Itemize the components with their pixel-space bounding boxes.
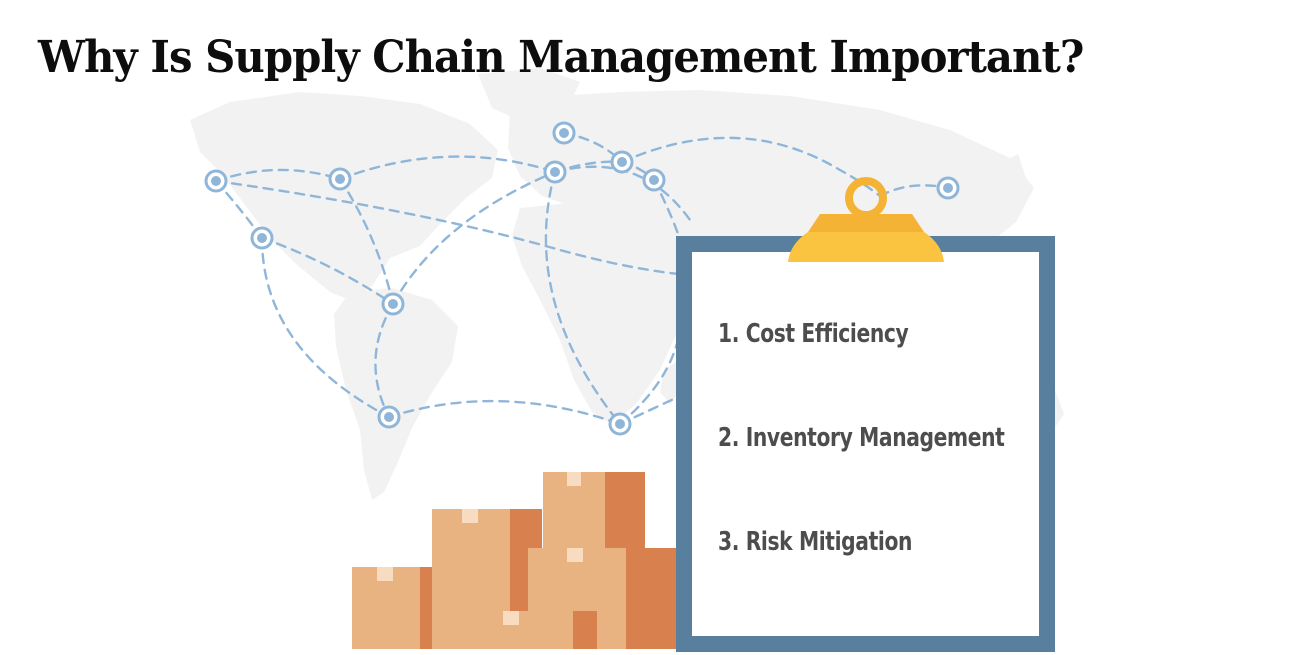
route-node-icon [250, 226, 274, 250]
clipboard-paper: 1. Cost Efficiency 2. Inventory Manageme… [692, 252, 1039, 636]
route-node-icon [936, 176, 960, 200]
cardboard-boxes [352, 472, 676, 649]
route-node-icon [204, 169, 228, 193]
cardboard-box-icon [352, 567, 434, 649]
route-node-icon [608, 412, 632, 436]
cardboard-box-icon [447, 611, 597, 649]
page-title: Why Is Supply Chain Management Important… [38, 32, 1084, 83]
clipboard: 1. Cost Efficiency 2. Inventory Manageme… [676, 236, 1055, 652]
cardboard-box-icon [543, 472, 645, 552]
checklist-item-inventory-management: 2. Inventory Management [718, 423, 1005, 453]
checklist-item-cost-efficiency: 1. Cost Efficiency [718, 319, 909, 349]
route-node-icon [610, 150, 634, 174]
route-node-icon [377, 405, 401, 429]
route-nodes [204, 121, 960, 436]
cardboard-box-icon [528, 548, 676, 649]
route-node-icon [642, 168, 666, 192]
route-node-icon [543, 160, 567, 184]
route-node-icon [328, 167, 352, 191]
route-node-icon [381, 292, 405, 316]
route-node-icon [552, 121, 576, 145]
checklist-item-risk-mitigation: 3. Risk Mitigation [718, 527, 913, 557]
